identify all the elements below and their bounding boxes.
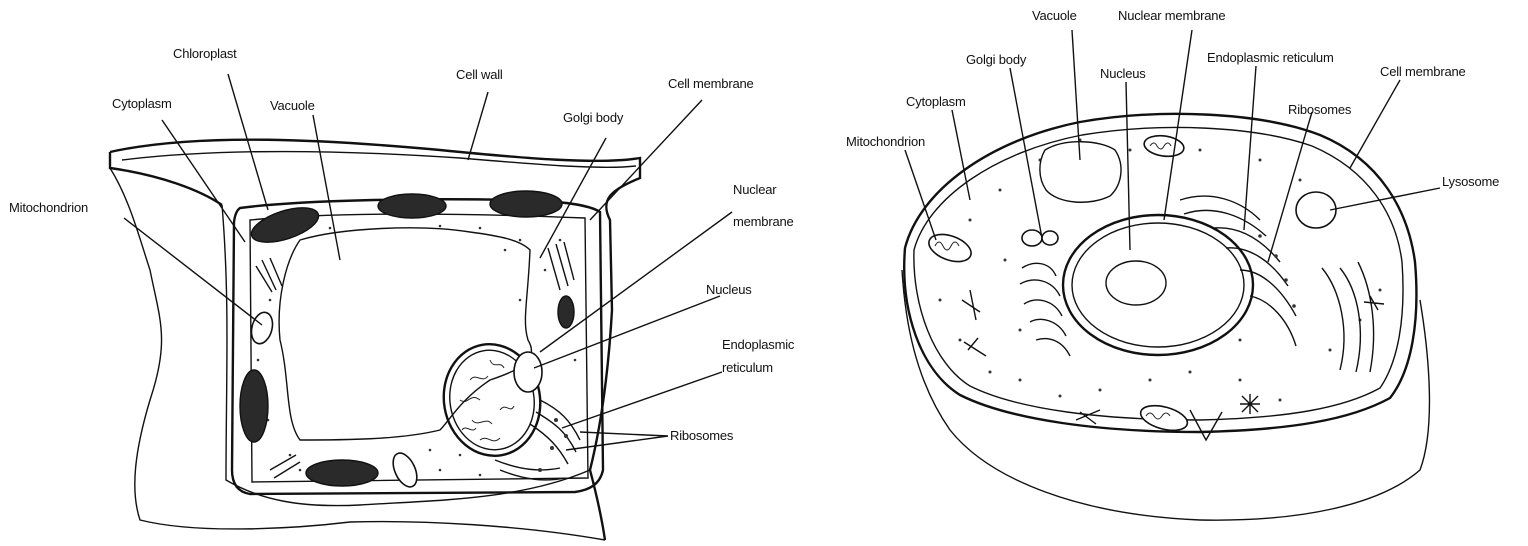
animal-label-nucleus: Nucleus (1100, 66, 1146, 81)
animal-endoplasmic-reticulum (1180, 196, 1374, 372)
plant-nucleus (435, 337, 549, 464)
plant-label-golgi-body: Golgi body (563, 110, 624, 125)
plant-label-nuclear-line2: membrane (733, 214, 794, 229)
plant-label-nucleus: Nucleus (706, 282, 752, 297)
plant-label-er-line1: Endoplasmic (722, 337, 795, 352)
animal-label-vacuole: Vacuole (1032, 8, 1077, 23)
plant-label-chloroplast: Chloroplast (173, 46, 237, 61)
plant-label-cell-wall: Cell wall (456, 67, 503, 82)
plant-label-mitochondrion: Mitochondrion (9, 200, 88, 215)
plant-cell-diagram: Chloroplast Cell wall Cytoplasm Vacuole … (9, 46, 795, 540)
plant-endoplasmic-reticulum (495, 400, 580, 480)
plant-label-nuclear-line1: Nuclear (733, 182, 777, 197)
plant-leader-lines (124, 74, 732, 450)
animal-label-ribosomes: Ribosomes (1288, 102, 1352, 117)
animal-label-cytoplasm: Cytoplasm (906, 94, 966, 109)
animal-nucleus (1063, 215, 1253, 355)
animal-label-lysosome: Lysosome (1442, 174, 1499, 189)
animal-label-golgi-body: Golgi body (966, 52, 1027, 67)
plant-label-cytoplasm: Cytoplasm (112, 96, 172, 111)
animal-cell-membrane (904, 114, 1416, 432)
plant-vacuole (279, 228, 531, 440)
animal-label-er: Endoplasmic reticulum (1207, 50, 1334, 65)
animal-vacuole (1040, 142, 1121, 203)
plant-label-vacuole: Vacuole (270, 98, 315, 113)
animal-cell-diagram: Vacuole Nuclear membrane Golgi body Nucl… (846, 8, 1499, 520)
plant-labels: Chloroplast Cell wall Cytoplasm Vacuole … (9, 46, 795, 443)
animal-label-cell-membrane: Cell membrane (1380, 64, 1466, 79)
plant-label-cell-membrane: Cell membrane (668, 76, 754, 91)
plant-label-er-line2: reticulum (722, 360, 773, 375)
plant-chloroplasts (240, 191, 574, 486)
animal-label-mitochondrion: Mitochondrion (846, 134, 925, 149)
animal-label-nuclear-membrane: Nuclear membrane (1118, 8, 1225, 23)
plant-label-ribosomes: Ribosomes (670, 428, 734, 443)
animal-cell-base (902, 270, 1429, 520)
animal-mitochondria (925, 133, 1190, 435)
